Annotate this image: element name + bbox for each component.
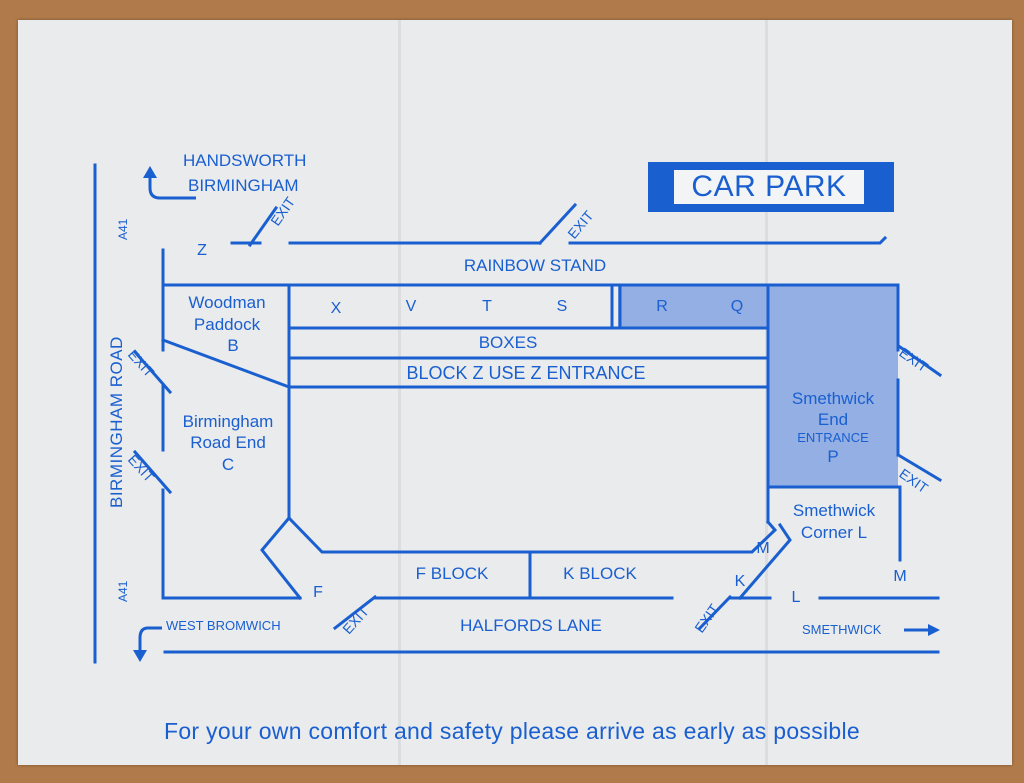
k-block-label: K BLOCK	[563, 564, 637, 583]
road-a41-bottom: A41	[116, 580, 130, 602]
smethwick-end-line4: P	[827, 447, 839, 466]
birmingham-road-end-line1: Birmingham	[182, 412, 274, 431]
section-l: L	[791, 589, 801, 606]
section-x: X	[330, 300, 342, 317]
section-z: Z	[197, 242, 207, 259]
rainbow-stand-label: RAINBOW STAND	[463, 256, 607, 275]
block-z-label: BLOCK Z USE Z ENTRANCE	[406, 363, 646, 383]
section-f: F	[313, 584, 323, 601]
woodman-line2: Paddock	[193, 315, 261, 334]
section-s: S	[556, 298, 568, 315]
woodman-line3: B	[227, 336, 239, 355]
smethwick-end-entrance: ENTRANCE	[797, 430, 869, 445]
direction-birmingham: BIRMINGHAM	[188, 176, 299, 195]
road-halfords-lane: HALFORDS LANE	[460, 616, 602, 635]
smethwick-end-stand	[768, 285, 898, 487]
birmingham-road-end-line2: Road End	[190, 433, 266, 452]
fold-crease	[398, 20, 401, 765]
smethwick-corner-line2: Corner L	[800, 523, 868, 542]
left-boundary-bottom	[161, 488, 302, 600]
smethwick-end-line2: End	[817, 410, 849, 429]
section-k: K	[734, 573, 746, 590]
arrow-handsworth	[148, 175, 196, 200]
direction-handsworth: HANDSWORTH	[183, 151, 307, 170]
car-park-label: CAR PARK	[674, 170, 864, 204]
direction-west-bromwich: WEST BROMWICH	[166, 618, 281, 633]
shaded-section-rq	[618, 285, 768, 327]
section-v: V	[405, 298, 417, 315]
section-q: Q	[730, 298, 744, 315]
top-boundary-right	[568, 235, 888, 245]
road-a41-top: A41	[116, 218, 130, 240]
footer-note: For your own comfort and safety please a…	[163, 718, 861, 744]
arrow-west-bromwich	[138, 626, 162, 652]
section-m-upper: M	[756, 540, 770, 557]
section-t: T	[482, 298, 492, 315]
direction-smethwick: SMETHWICK	[802, 622, 882, 637]
section-r: R	[656, 298, 668, 315]
road-birmingham-road: BIRMINGHAM ROAD	[107, 336, 126, 508]
boxes-label: BOXES	[478, 333, 538, 352]
f-block-label: F BLOCK	[415, 564, 489, 583]
section-m-lower: M	[893, 568, 907, 585]
birmingham-road-end-line3: C	[221, 455, 235, 474]
smethwick-end-line1: Smethwick	[791, 389, 875, 408]
woodman-line1: Woodman	[188, 293, 266, 312]
smethwick-corner-line1: Smethwick	[792, 501, 876, 520]
